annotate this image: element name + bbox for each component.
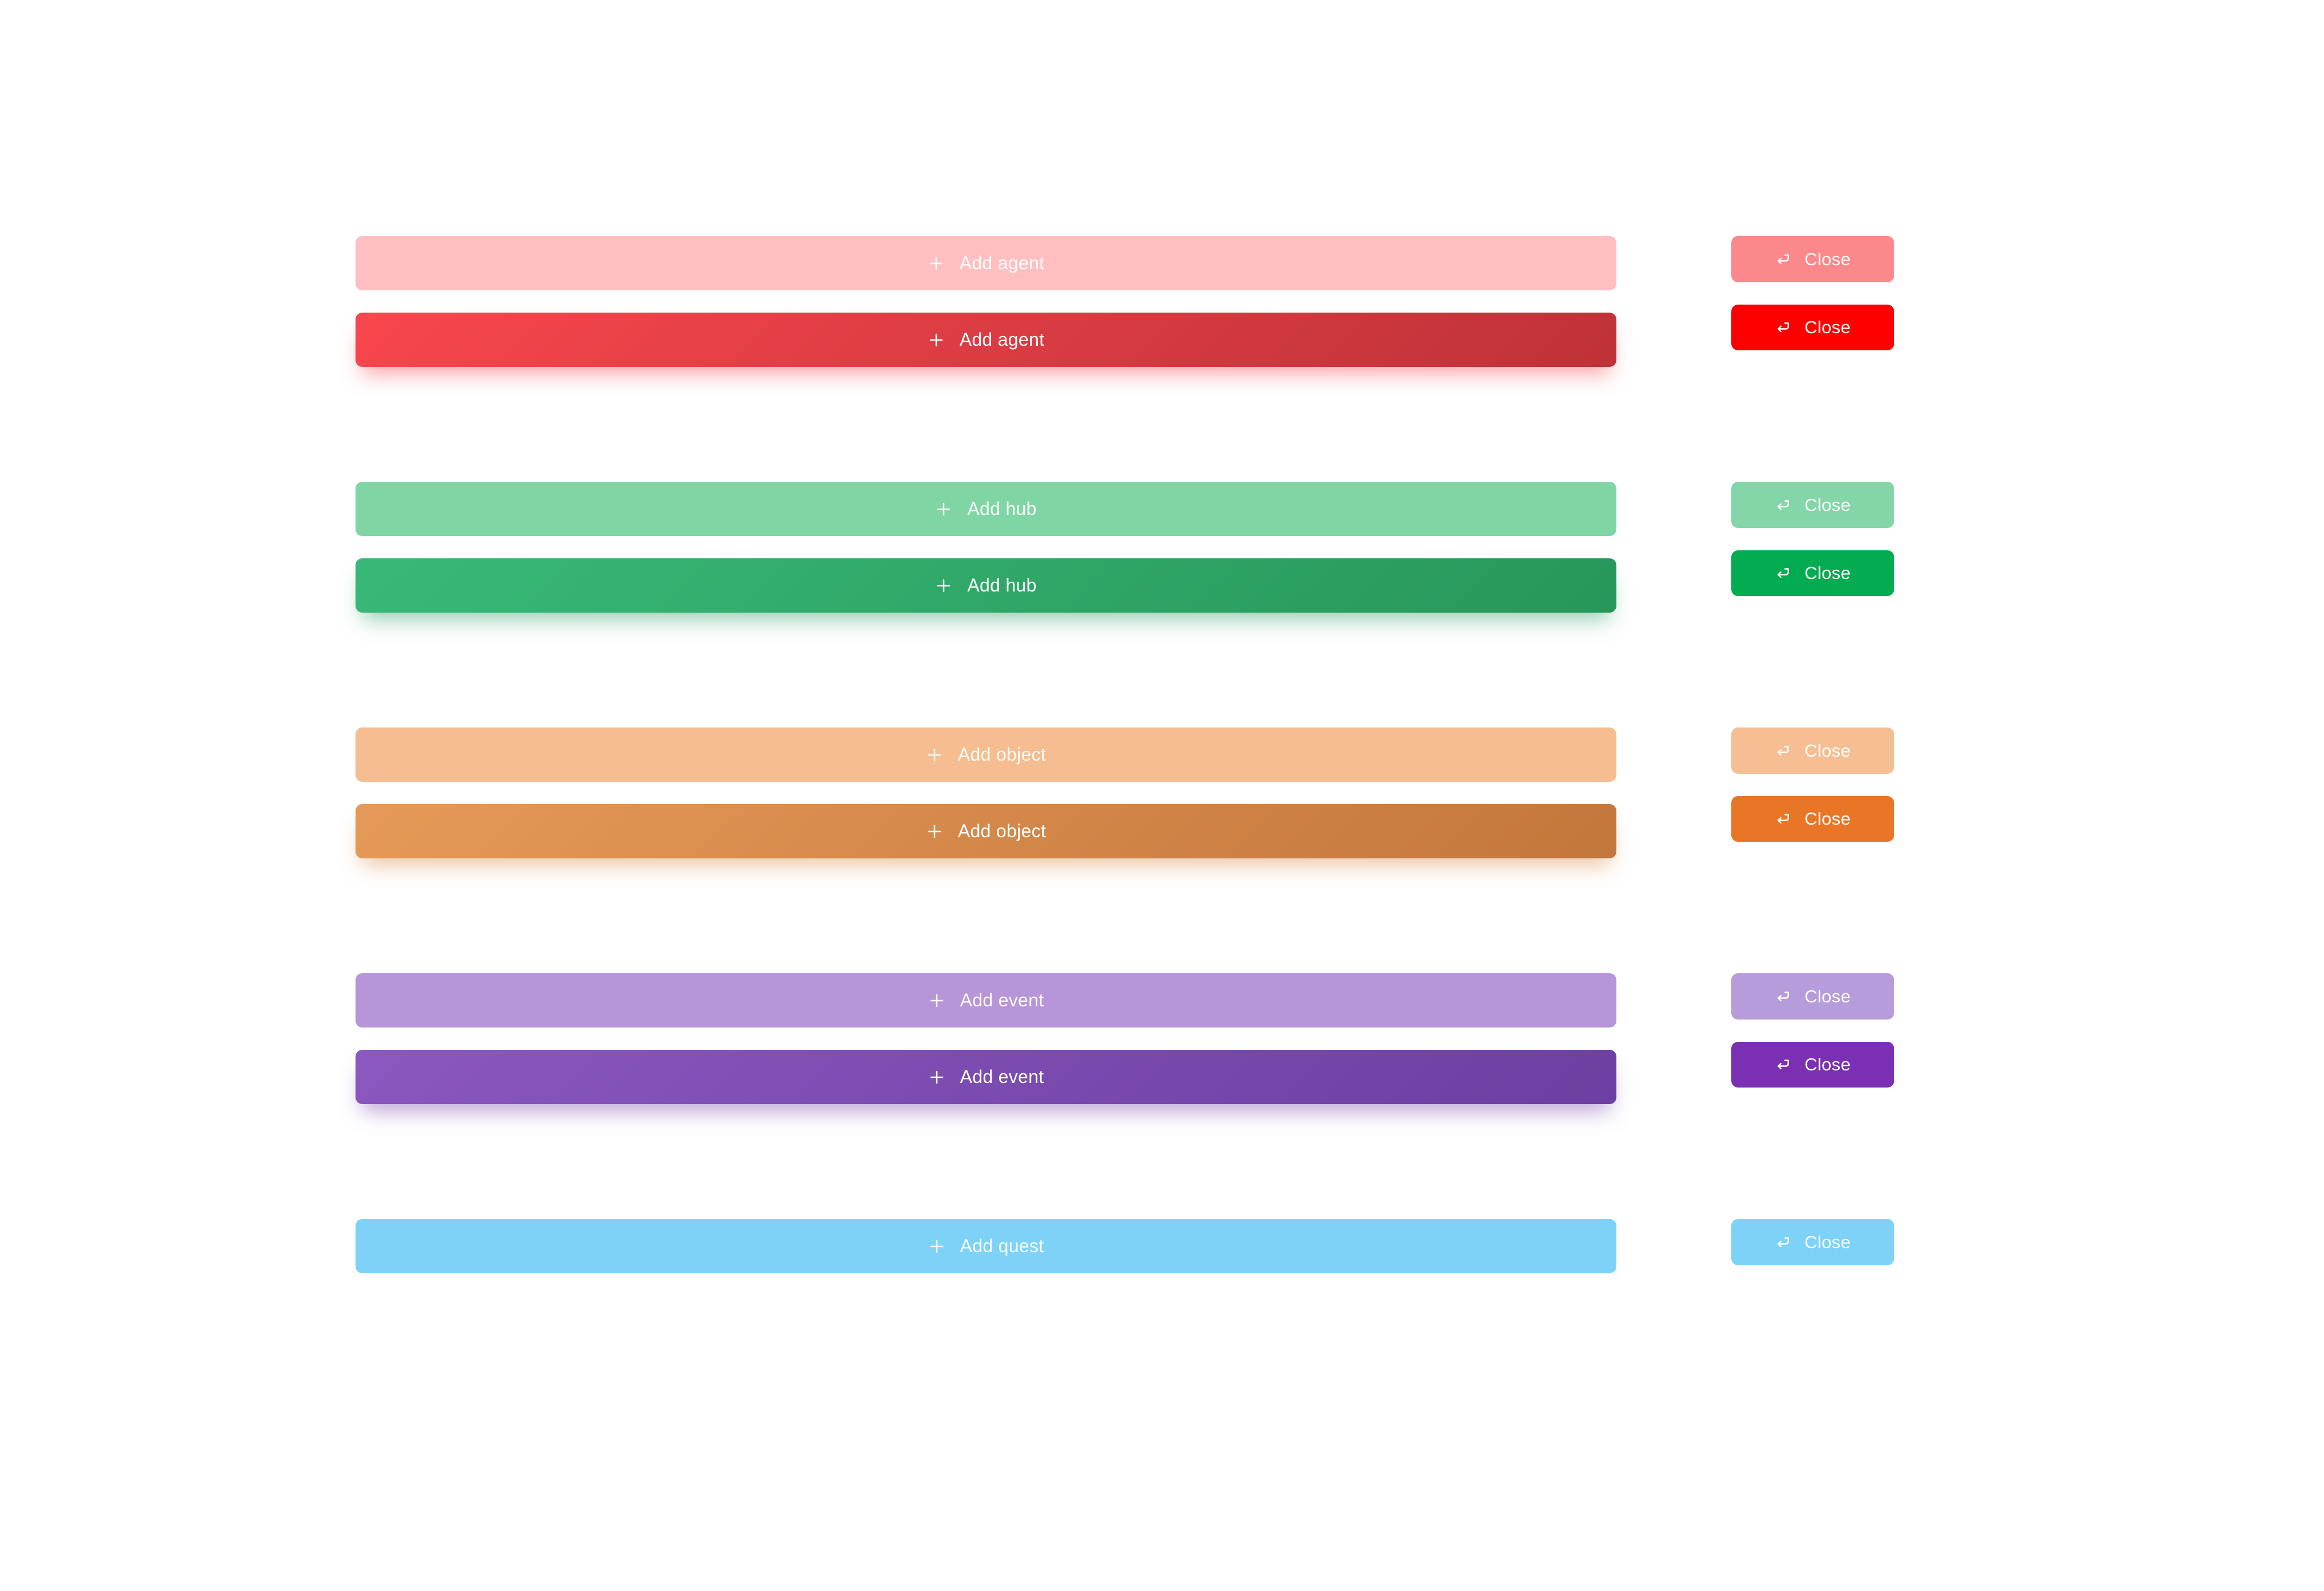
add-agent-label: Add agent <box>959 253 1045 273</box>
close-hub-button-muted[interactable]: Close <box>1731 482 1894 528</box>
close-quest-button-muted[interactable]: Close <box>1731 1219 1894 1265</box>
return-arrow-icon <box>1775 988 1792 1005</box>
close-object-button[interactable]: Close <box>1731 796 1894 842</box>
close-label: Close <box>1804 249 1851 269</box>
return-arrow-icon <box>1775 810 1792 828</box>
close-label: Close <box>1804 986 1851 1006</box>
add-event-label: Add event <box>960 1066 1044 1087</box>
plus-icon <box>928 1069 945 1086</box>
plus-icon <box>928 1238 945 1255</box>
add-object-button-muted[interactable]: Add object <box>356 727 1616 782</box>
close-agent-button-muted[interactable]: Close <box>1731 236 1894 282</box>
add-agent-label: Add agent <box>959 329 1045 350</box>
close-label: Close <box>1804 1232 1851 1252</box>
return-arrow-icon <box>1775 1234 1792 1251</box>
close-label: Close <box>1804 740 1851 761</box>
add-object-button[interactable]: Add object <box>356 804 1616 858</box>
close-agent-button[interactable]: Close <box>1731 305 1894 350</box>
plus-icon <box>928 255 945 272</box>
return-arrow-icon <box>1775 251 1792 268</box>
return-arrow-icon <box>1775 319 1792 336</box>
group-agent: Add agent Add agent Close Close <box>0 236 2324 407</box>
add-event-label: Add event <box>960 990 1044 1010</box>
return-arrow-icon <box>1775 565 1792 582</box>
close-label: Close <box>1804 317 1851 337</box>
plus-icon <box>928 992 945 1009</box>
add-hub-button[interactable]: Add hub <box>356 558 1616 613</box>
close-event-button-muted[interactable]: Close <box>1731 973 1894 1020</box>
add-agent-button-muted[interactable]: Add agent <box>356 236 1616 290</box>
group-event: Add event Add event Close Close <box>0 973 2324 1145</box>
close-object-button-muted[interactable]: Close <box>1731 727 1894 774</box>
close-label: Close <box>1804 563 1851 583</box>
plus-icon <box>926 746 943 763</box>
close-hub-button[interactable]: Close <box>1731 550 1894 596</box>
add-event-button[interactable]: Add event <box>356 1050 1616 1104</box>
group-object: Add object Add object Close Close <box>0 727 2324 899</box>
close-event-button[interactable]: Close <box>1731 1042 1894 1088</box>
plus-icon <box>926 823 943 840</box>
return-arrow-icon <box>1775 742 1792 759</box>
add-agent-button[interactable]: Add agent <box>356 313 1616 367</box>
plus-icon <box>935 501 952 518</box>
group-hub: Add hub Add hub Close Close <box>0 482 2324 653</box>
plus-icon <box>935 577 952 594</box>
close-label: Close <box>1804 809 1851 829</box>
add-object-label: Add object <box>957 744 1047 765</box>
add-object-label: Add object <box>957 821 1047 841</box>
add-hub-label: Add hub <box>967 498 1037 519</box>
add-hub-button-muted[interactable]: Add hub <box>356 482 1616 536</box>
plus-icon <box>928 331 945 349</box>
close-label: Close <box>1804 494 1851 515</box>
add-quest-button-muted[interactable]: Add quest <box>356 1219 1616 1273</box>
return-arrow-icon <box>1775 497 1792 514</box>
add-quest-label: Add quest <box>960 1236 1044 1256</box>
group-quest: Add quest Close <box>0 1219 2324 1390</box>
add-event-button-muted[interactable]: Add event <box>356 973 1616 1028</box>
add-hub-label: Add hub <box>967 575 1037 595</box>
close-label: Close <box>1804 1054 1851 1074</box>
return-arrow-icon <box>1775 1056 1792 1073</box>
